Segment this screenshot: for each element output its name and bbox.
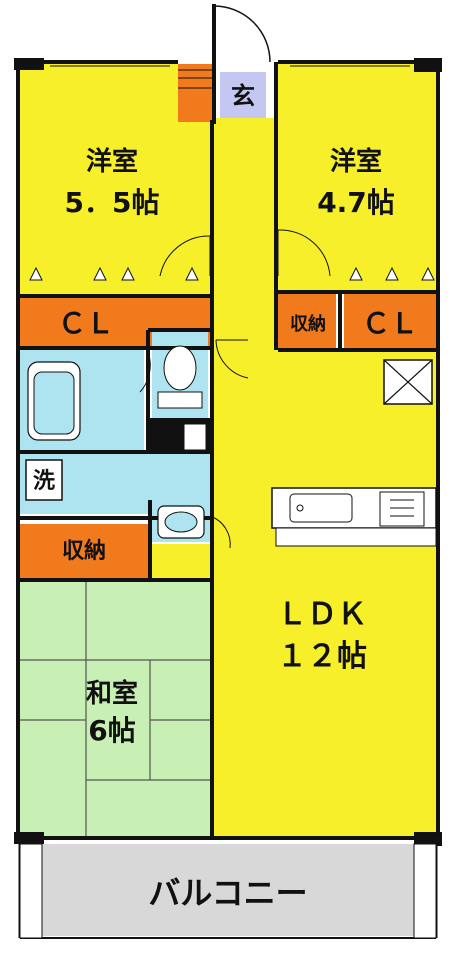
room-doors [139, 229, 331, 549]
closet-door-marks-left [29, 266, 435, 281]
closet-right-area [344, 292, 436, 350]
closet-right-label: ＣＬ [362, 307, 418, 340]
entrance-area [220, 72, 266, 118]
walls [16, 4, 440, 840]
toilet [157, 345, 203, 409]
japanese-room-area [20, 580, 212, 836]
shoe-box [178, 64, 214, 122]
japanese-room-size: 6帖 [88, 714, 135, 747]
entrance-label: 玄 [231, 82, 255, 110]
storage-mid-area [20, 524, 150, 578]
storage-top-area [278, 292, 336, 350]
closet-left-label: ＣＬ [58, 307, 114, 340]
balcony-area [22, 844, 434, 936]
western-room-1-size: 5．5帖 [65, 186, 160, 219]
entrance-door [213, 5, 271, 63]
western-room-2-area [278, 64, 436, 290]
ldk-area [212, 350, 436, 836]
balcony-label: バルコニー [148, 874, 307, 912]
storage-top-label: 収納 [290, 313, 326, 335]
storage-mid-label: 収納 [62, 538, 106, 564]
ldk-name: ＬＤＫ [277, 597, 367, 632]
western-room-2-name: 洋室 [330, 146, 382, 177]
ldk-size: １２帖 [277, 639, 367, 674]
japanese-room-name: 和室 [86, 678, 138, 709]
kitchen-counter [271, 487, 437, 547]
washroom-label: 洗 [33, 469, 55, 494]
western-room-2-size: 4.7帖 [317, 186, 395, 219]
tatami-lines [20, 580, 212, 836]
western-room-1-name: 洋室 [86, 146, 138, 177]
